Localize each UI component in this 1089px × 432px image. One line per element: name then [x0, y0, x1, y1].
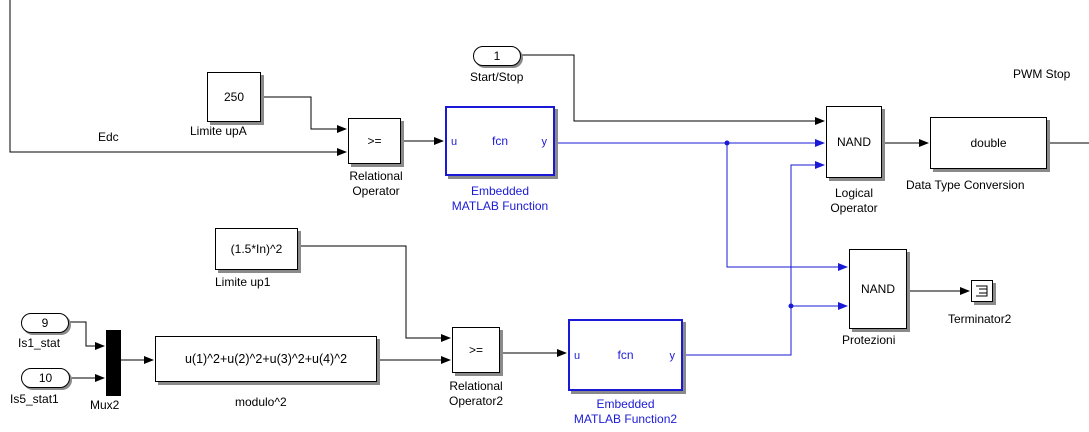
terminator-icon [976, 285, 988, 297]
data-type-conversion-block[interactable]: double [930, 117, 1047, 169]
emb1-label-line1: Embedded [470, 184, 530, 198]
pwm-stop-label: PWM Stop [1013, 67, 1071, 81]
relational-operator-label-line2: Operator [352, 184, 400, 198]
relational-operator2-symbol: >= [468, 343, 483, 357]
limite-up1-line [298, 245, 451, 342]
protezioni-nand-text: NAND [860, 282, 895, 296]
emb2-function-name: fcn [617, 348, 634, 362]
constant-limite-up1-block[interactable]: (1.5*In)^2 [215, 228, 298, 270]
constant-limite-up1-label: Limite up1 [215, 275, 271, 289]
logical-operator-label-line1: Logical [834, 186, 874, 200]
edc-line [9, 0, 347, 156]
relational-operator2-label-line2: Operator2 [448, 394, 504, 408]
emb1-label-line2: MATLAB Function [451, 199, 549, 213]
start-stop-label: Start/Stop [470, 70, 524, 84]
constant-250-block[interactable]: 250 [207, 72, 261, 122]
constant-limite-up1-value: (1.5*In)^2 [230, 242, 283, 256]
edc-label: Edc [98, 130, 119, 144]
is1-line [69, 321, 105, 350]
is5-stat1-port-number: 10 [38, 371, 53, 385]
protezioni-label: Protezioni [842, 333, 896, 347]
emb2-out-line [683, 161, 825, 356]
relational-operator-symbol: >= [367, 134, 382, 148]
start-stop-port-number: 1 [493, 49, 501, 63]
protezioni-nand-block[interactable]: NAND [849, 249, 907, 329]
is1-stat-label: Is1_stat [18, 336, 61, 350]
emb1-branch-line [726, 143, 848, 271]
data-type-conversion-text: double [970, 136, 1007, 150]
logical-operator-label-line2: Operator [830, 201, 878, 215]
relational-operator-label-line1: Relational [349, 169, 403, 183]
fcn-modulo-label: modulo^2 [235, 395, 287, 409]
limite-upA-line [261, 96, 347, 133]
mux-label: Mux2 [90, 398, 120, 412]
fcn-modulo-block[interactable]: u(1)^2+u(2)^2+u(3)^2+u(4)^2 [155, 336, 377, 382]
relational-operator2-label: Relational Operator2 [436, 379, 516, 409]
emb2-input-port-label: u [574, 350, 581, 362]
is5-stat1-inport[interactable]: 10 [21, 368, 70, 388]
emb2-label-line2: MATLAB Function2 [573, 412, 678, 426]
logical-operator-label: Logical Operator [814, 186, 894, 216]
emb1-output-port-label: y [541, 136, 548, 148]
embedded-matlab-function2-block[interactable]: u fcn y [568, 319, 683, 391]
start-stop-line [521, 54, 825, 125]
is5-stat1-label: Is5_stat1 [10, 392, 59, 406]
logical-operator-nand-block[interactable]: NAND [826, 106, 882, 178]
emb1-function-name: fcn [491, 134, 508, 148]
data-type-conversion-label: Data Type Conversion [906, 178, 1025, 192]
emb1-input-port-label: u [451, 136, 458, 148]
is1-stat-inport[interactable]: 9 [21, 313, 69, 333]
logical-operator-nand-text: NAND [836, 135, 871, 149]
is1-stat-port-number: 9 [41, 316, 49, 330]
emb2-output-port-label: y [669, 350, 676, 362]
constant-250-value: 250 [223, 90, 245, 104]
relational-operator2-label-line1: Relational [449, 379, 503, 393]
fcn-modulo-expression: u(1)^2+u(2)^2+u(3)^2+u(4)^2 [184, 352, 348, 366]
terminator-block[interactable] [971, 280, 993, 302]
mux-block[interactable] [106, 330, 121, 396]
relational-operator-block[interactable]: >= [348, 118, 401, 164]
emb2-label-line1: Embedded [596, 397, 655, 411]
embedded-matlab-function-label: Embedded MATLAB Function [430, 184, 570, 214]
embedded-matlab-function2-label: Embedded MATLAB Function2 [548, 397, 703, 427]
relational-operator2-block[interactable]: >= [452, 327, 500, 373]
embedded-matlab-function-block[interactable]: u fcn y [445, 106, 555, 176]
constant-250-label: Limite upA [190, 124, 247, 138]
relational-operator-label: Relational Operator [336, 169, 416, 199]
start-stop-inport[interactable]: 1 [473, 46, 521, 66]
terminator-label: Terminator2 [948, 312, 1012, 326]
